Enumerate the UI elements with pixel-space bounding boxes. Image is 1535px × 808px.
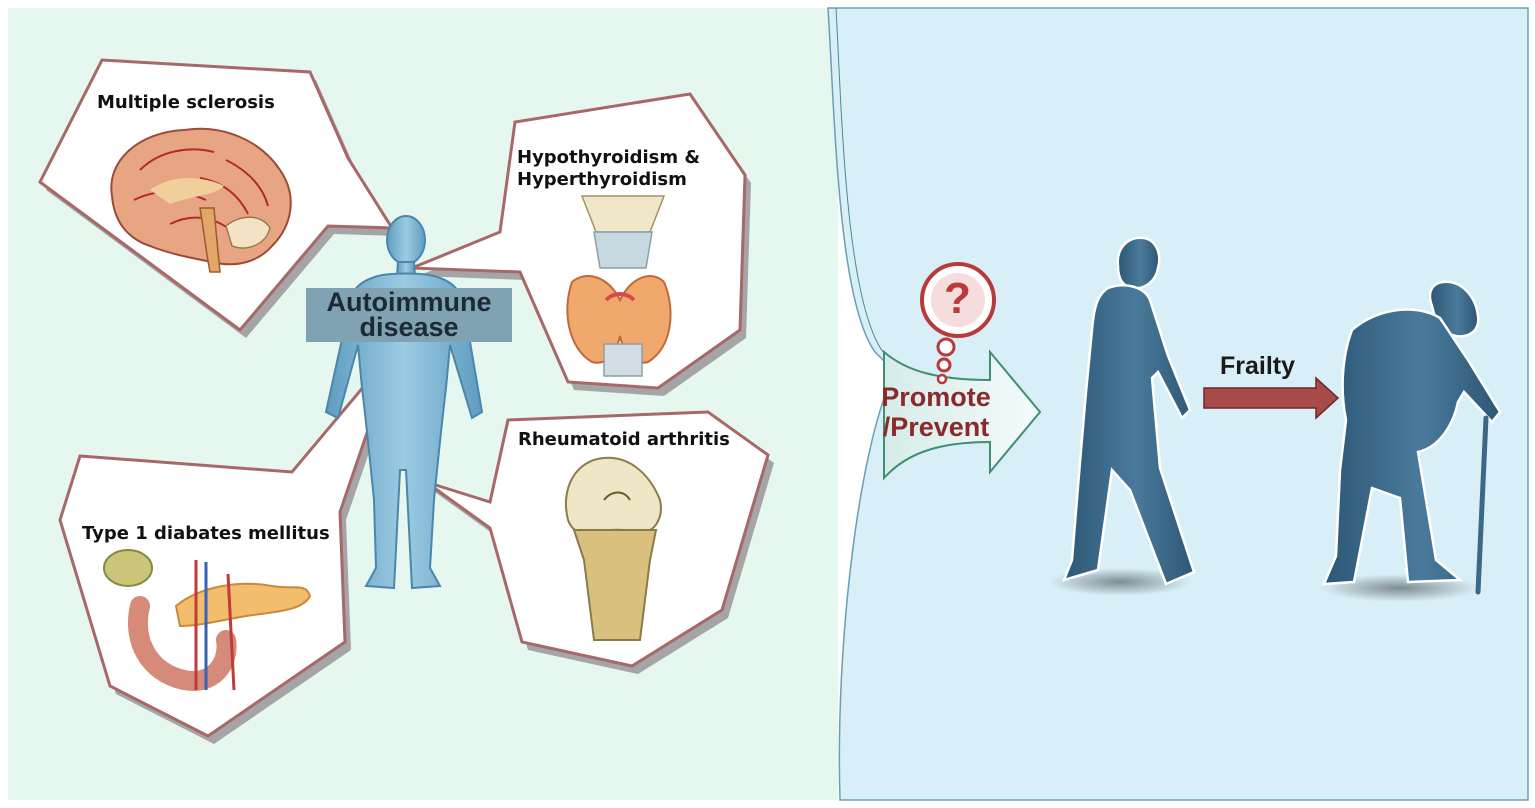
walking-man-silhouette (1048, 236, 1196, 596)
panel-divider-outline (835, 7, 884, 353)
frail-old-man-silhouette (1320, 280, 1502, 602)
frailty-arrow (1203, 376, 1340, 420)
knee-joint-illustration (564, 456, 662, 641)
question-mark: ? (944, 274, 971, 323)
promote-label: Promote (881, 382, 991, 412)
human-body-figure (324, 215, 484, 590)
label-type1-diabetes: Type 1 diabates mellitus (82, 523, 330, 544)
promote-prevent-label: Promote /Prevent (866, 382, 1006, 442)
prevent-label: /Prevent (882, 412, 990, 442)
center-label-line-2: disease (359, 312, 459, 342)
question-thought-bubble (920, 262, 996, 385)
label-multiple-sclerosis: Multiple sclerosis (97, 92, 275, 113)
label-thyroid-line-1: Hypothyroidism & (517, 147, 701, 168)
label-thyroid-line-2: Hyperthyroidism (517, 169, 687, 190)
brain-illustration (110, 127, 292, 273)
pancreas-illustration (103, 549, 312, 691)
thyroid-illustration (566, 195, 672, 377)
autoimmune-disease-label: Autoimmune disease (306, 288, 512, 342)
center-label-line-1: Autoimmune (326, 287, 492, 317)
label-rheumatoid-arthritis: Rheumatoid arthritis (518, 429, 730, 450)
promote-prevent-arrow (883, 349, 1042, 481)
frailty-label: Frailty (1220, 352, 1296, 380)
